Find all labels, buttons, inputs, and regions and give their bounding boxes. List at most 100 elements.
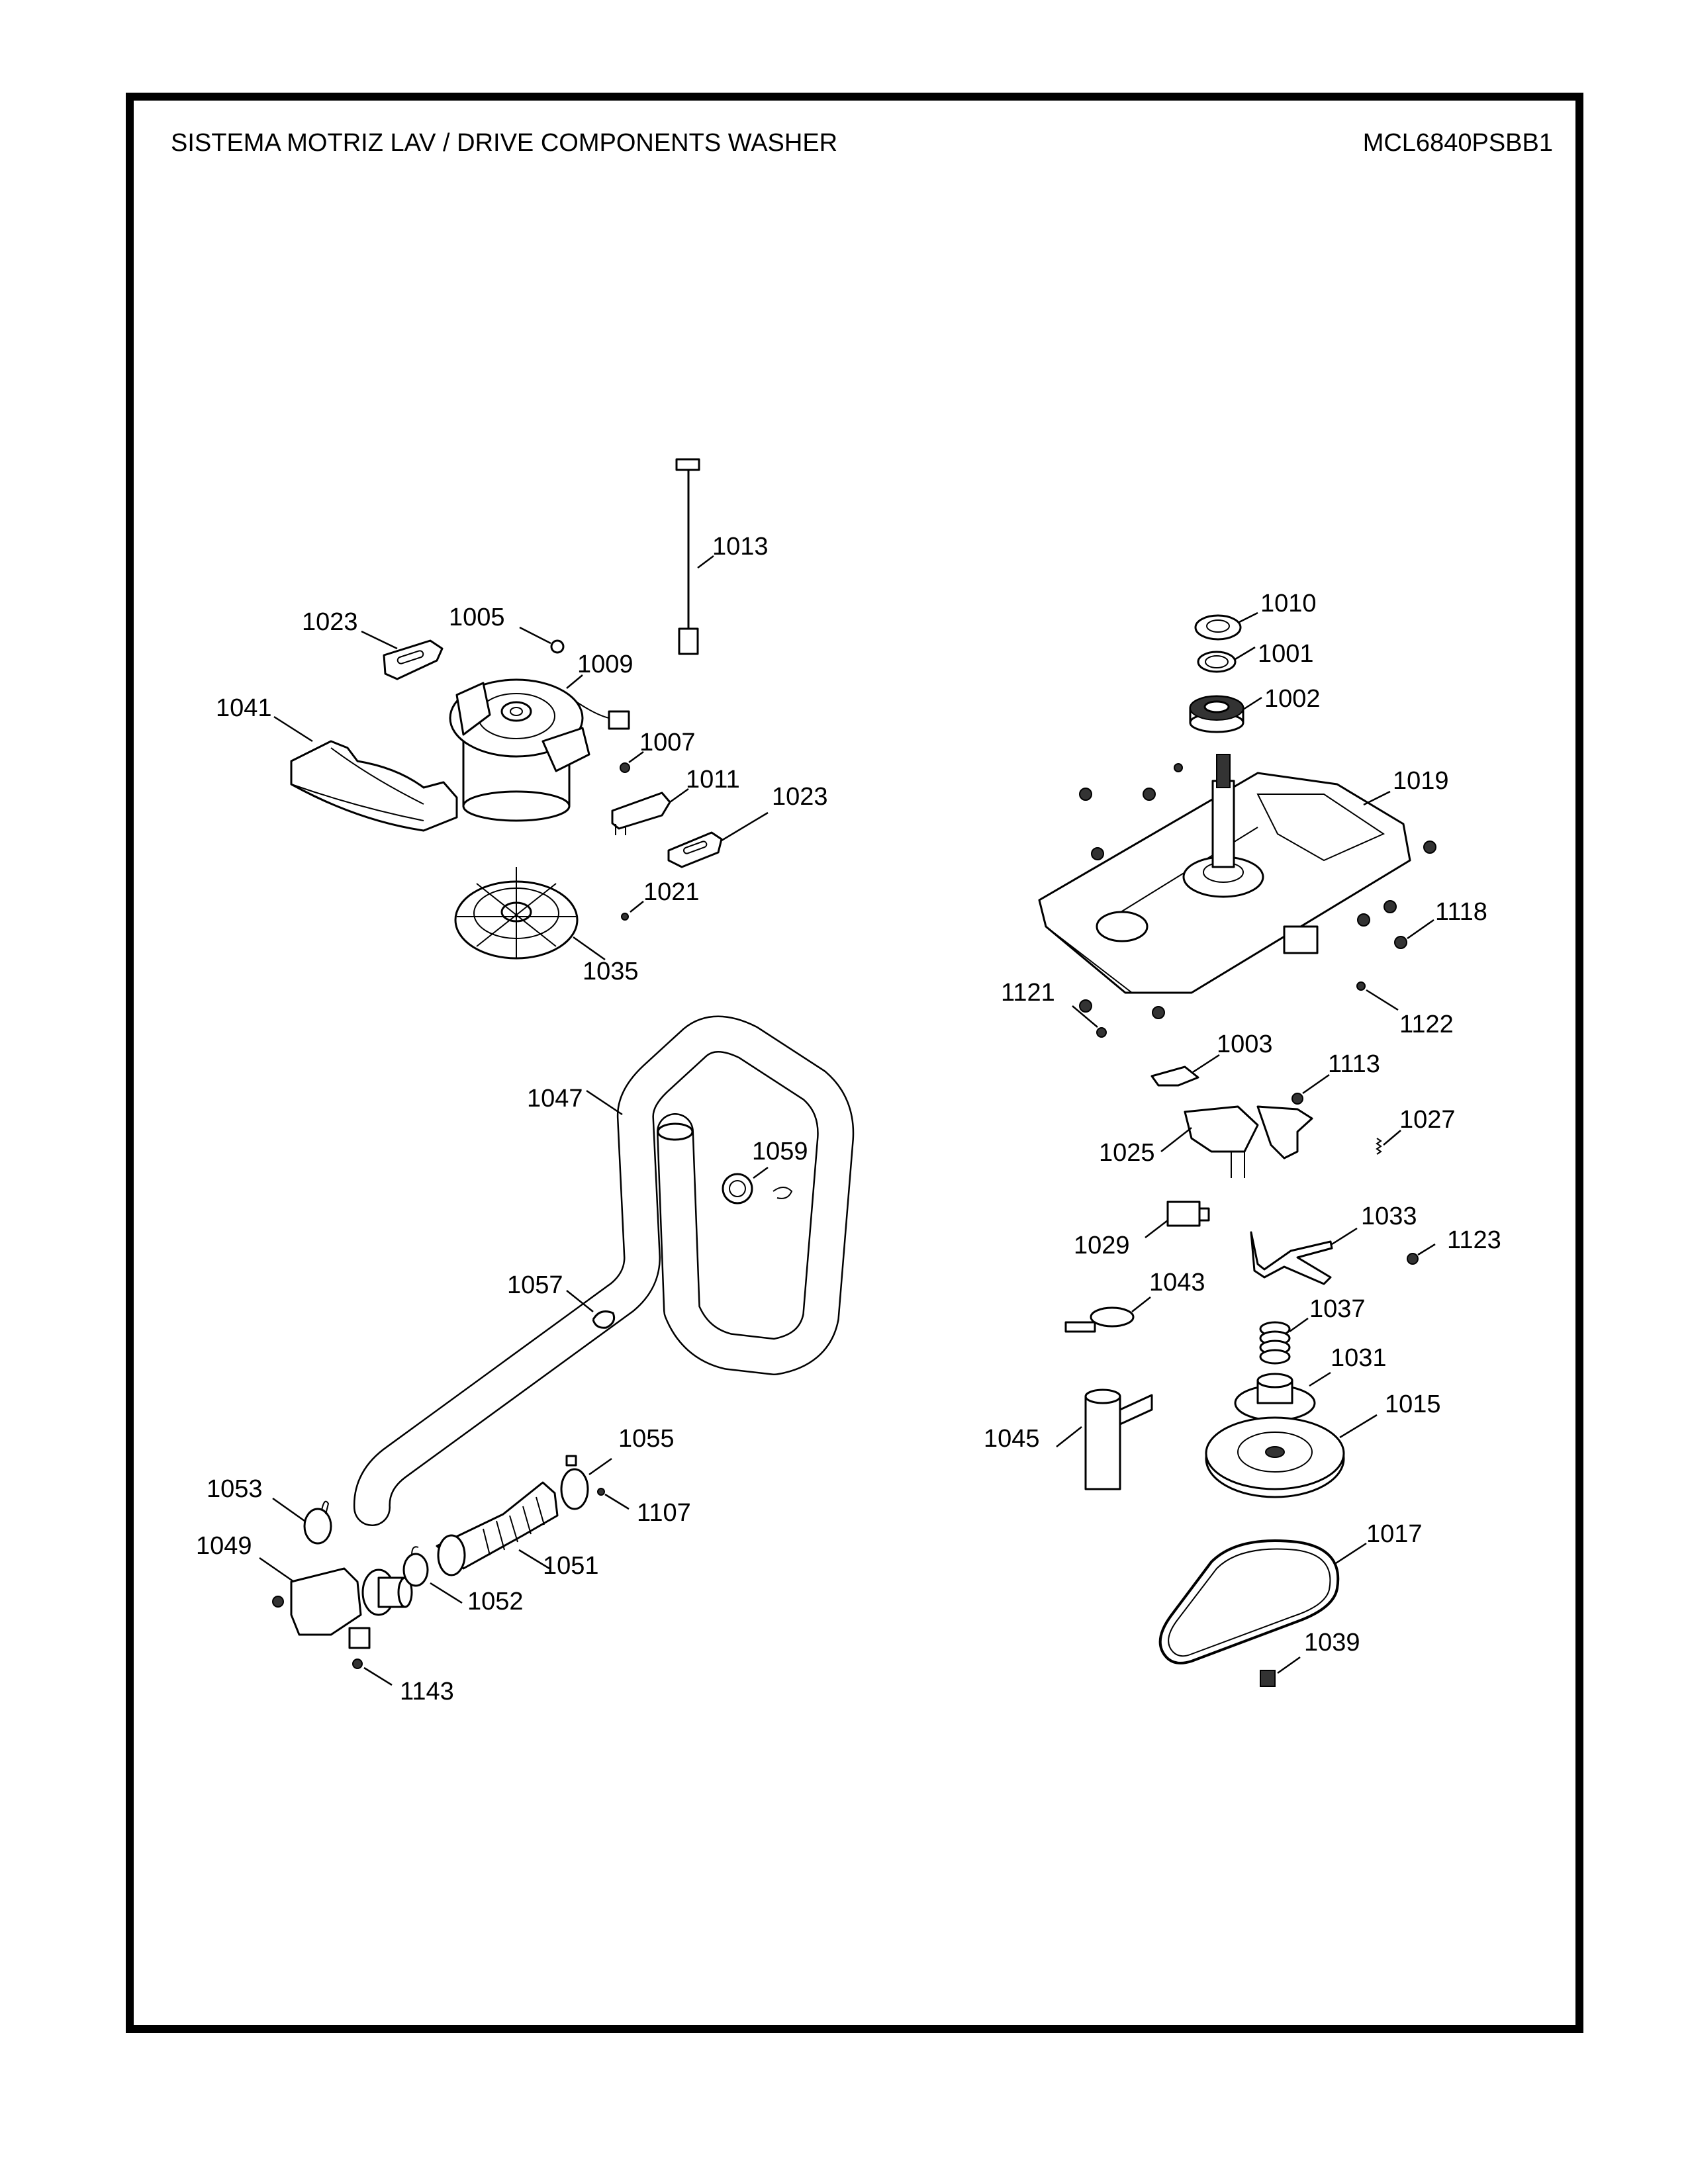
part-1025-shift-actuator[interactable]	[1184, 1105, 1313, 1178]
callout-1121[interactable]: 1121	[1001, 979, 1055, 1007]
callout-1013[interactable]: 1013	[712, 533, 769, 561]
callout-1123[interactable]: 1123	[1447, 1226, 1501, 1254]
page-frame	[126, 93, 1583, 2033]
part-1005-clip[interactable]	[550, 639, 565, 654]
leader-1053	[272, 1497, 305, 1522]
callout-1001[interactable]: 1001	[1258, 640, 1314, 668]
leader-1123	[1417, 1243, 1436, 1256]
callout-1031[interactable]: 1031	[1331, 1344, 1387, 1372]
callout-1009[interactable]: 1009	[577, 651, 633, 678]
part-1013-wire-harness[interactable]	[675, 458, 700, 655]
callout-1057[interactable]: 1057	[507, 1271, 563, 1299]
part-1052-hose-clamp[interactable]	[402, 1546, 429, 1587]
model-number: MCL6840PSBB1	[1363, 129, 1553, 157]
part-1015-drive-pulley[interactable]	[1205, 1416, 1345, 1498]
callout-1035[interactable]: 1035	[583, 958, 639, 985]
part-1118-screw[interactable]	[1394, 936, 1407, 949]
callout-1053[interactable]: 1053	[207, 1475, 263, 1503]
part-1009-drive-motor[interactable]	[449, 678, 630, 822]
part-1041-motor-cover[interactable]	[290, 740, 458, 832]
part-1049-drain-pump[interactable]	[272, 1567, 413, 1649]
callout-1039[interactable]: 1039	[1304, 1629, 1360, 1657]
part-1035-fan-pulley[interactable]	[454, 867, 579, 960]
leader-1035	[573, 936, 606, 961]
callout-1002[interactable]: 1002	[1264, 685, 1321, 713]
part-1002-tub-seal[interactable]	[1189, 695, 1244, 733]
callout-1023-left[interactable]: 1023	[302, 608, 358, 636]
leader-1118	[1407, 919, 1434, 940]
part-1011-motor-bracket[interactable]	[611, 792, 671, 835]
part-1027-spring[interactable]	[1376, 1138, 1382, 1155]
part-1023-motor-pad-right[interactable]	[667, 831, 723, 868]
part-1017-drive-belt[interactable]	[1158, 1539, 1340, 1664]
leader-1009	[566, 674, 583, 689]
callout-1047[interactable]: 1047	[527, 1085, 583, 1113]
part-1010-spanner-nut[interactable]	[1194, 614, 1242, 641]
leader-1021	[630, 901, 644, 913]
callout-1029[interactable]: 1029	[1074, 1232, 1130, 1259]
part-1001-washer[interactable]	[1197, 651, 1237, 673]
callout-1055[interactable]: 1055	[618, 1425, 675, 1453]
part-1033-shift-fork[interactable]	[1250, 1231, 1333, 1285]
leader-1011	[669, 788, 689, 803]
leader-1107	[604, 1493, 630, 1510]
callout-1019[interactable]: 1019	[1393, 767, 1449, 795]
callout-1010[interactable]: 1010	[1260, 590, 1317, 617]
part-1043-clamp-bracket[interactable]	[1064, 1306, 1135, 1333]
part-1143-screw[interactable]	[352, 1659, 363, 1669]
callout-1043[interactable]: 1043	[1149, 1269, 1205, 1297]
part-1055-hose-clamp[interactable]	[560, 1455, 589, 1510]
callout-1005[interactable]: 1005	[449, 604, 505, 631]
callout-1143[interactable]: 1143	[400, 1678, 454, 1706]
callout-1011[interactable]: 1011	[686, 766, 740, 794]
callout-1049[interactable]: 1049	[196, 1532, 252, 1560]
part-1003-clip[interactable]	[1150, 1066, 1199, 1087]
callout-1037[interactable]: 1037	[1309, 1295, 1366, 1323]
part-1051-bellows-hose[interactable]	[436, 1481, 559, 1576]
callout-1122[interactable]: 1122	[1399, 1011, 1454, 1038]
callout-1059[interactable]: 1059	[752, 1138, 808, 1165]
leader-1047	[586, 1089, 623, 1116]
leader-1015	[1339, 1414, 1378, 1439]
part-1029-solenoid[interactable]	[1166, 1201, 1210, 1227]
part-1019-transmission-plate[interactable]	[1038, 754, 1411, 994]
part-1121-screw[interactable]	[1096, 1027, 1107, 1038]
part-1123-screw[interactable]	[1407, 1253, 1419, 1265]
callout-1003[interactable]: 1003	[1217, 1030, 1273, 1058]
part-1047-drain-hose[interactable]	[353, 1015, 855, 1526]
callout-1025[interactable]: 1025	[1099, 1139, 1155, 1167]
part-1039-pulley-nut[interactable]	[1260, 1670, 1276, 1687]
callout-1007[interactable]: 1007	[639, 729, 696, 756]
callout-1023-right[interactable]: 1023	[772, 783, 828, 811]
leader-1041	[273, 715, 313, 743]
callout-1051[interactable]: 1051	[543, 1552, 599, 1580]
callout-1118[interactable]: 1118	[1435, 898, 1487, 926]
callout-1021[interactable]: 1021	[643, 878, 700, 906]
leader-1023-left	[361, 630, 398, 650]
part-1007-screw[interactable]	[620, 762, 630, 773]
callout-1027[interactable]: 1027	[1399, 1106, 1456, 1134]
part-1031-clutch-coupling[interactable]	[1234, 1373, 1316, 1422]
callout-1045[interactable]: 1045	[984, 1425, 1040, 1453]
part-1037-clutch-spring[interactable]	[1259, 1321, 1291, 1365]
part-1057-hose-clip[interactable]	[592, 1310, 616, 1329]
part-1122-screw[interactable]	[1356, 981, 1366, 991]
leader-1045	[1056, 1426, 1082, 1447]
callout-1017[interactable]: 1017	[1366, 1520, 1423, 1548]
callout-1015[interactable]: 1015	[1385, 1390, 1441, 1418]
leader-1003	[1192, 1054, 1220, 1073]
leader-1143	[363, 1666, 393, 1686]
part-1021-nut[interactable]	[621, 913, 629, 921]
part-1023-motor-pad-left[interactable]	[383, 639, 444, 680]
part-1059-hose-clip[interactable]	[722, 1173, 793, 1205]
part-1053-hose-clamp[interactable]	[303, 1500, 332, 1545]
callout-1052[interactable]: 1052	[467, 1588, 524, 1615]
callout-1041[interactable]: 1041	[216, 694, 272, 722]
part-1045-sleeve[interactable]	[1084, 1388, 1153, 1490]
part-1107-screw[interactable]	[597, 1488, 605, 1496]
callout-1113[interactable]: 1113	[1328, 1050, 1380, 1078]
leader-1027	[1383, 1130, 1401, 1146]
callout-1033[interactable]: 1033	[1361, 1203, 1417, 1230]
callout-1107[interactable]: 1107	[637, 1499, 691, 1527]
part-1113-screw[interactable]	[1291, 1093, 1303, 1105]
